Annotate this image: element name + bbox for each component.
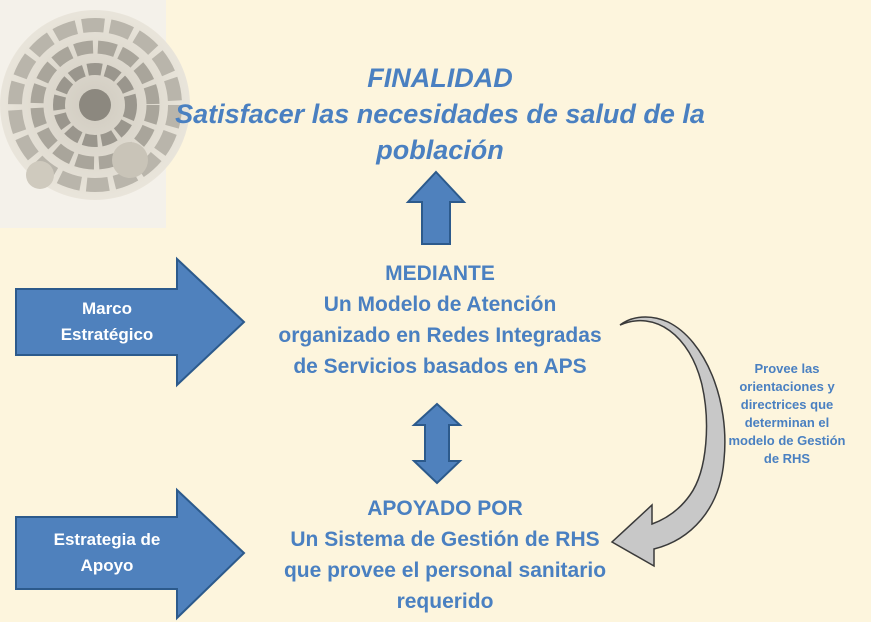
mediante-line-1: Un Modelo de Atención: [323, 293, 557, 316]
finalidad-line-1: Satisfacer las necesidades de salud de l…: [175, 99, 705, 129]
mediante-line-2: organizado en Redes Integradas: [278, 324, 602, 347]
mediante-line-3: de Servicios basados en APS: [293, 355, 587, 378]
double-arrow-icon: [411, 402, 463, 485]
mediante-block: MEDIANTE Un Modelo de Atención organizad…: [230, 258, 650, 382]
side-note-line-4: determinan el: [744, 415, 830, 430]
estrategia-apoyo-arrow: [15, 487, 246, 621]
mediante-heading: MEDIANTE: [385, 262, 495, 285]
up-arrow-icon: [405, 170, 467, 245]
side-note: Provee las orientaciones y directrices q…: [712, 360, 862, 468]
finalidad-heading: FINALIDAD: [367, 63, 513, 93]
marco-estrategico-arrow: [15, 256, 246, 388]
apoyado-heading: APOYADO POR: [367, 497, 523, 520]
marco-label-line-1: Marco: [81, 299, 133, 318]
marco-label-line-2: Estratégico: [60, 325, 154, 344]
apoyado-line-1: Un Sistema de Gestión de RHS: [290, 528, 600, 551]
apoyado-line-2: que provee el personal sanitario: [283, 559, 607, 582]
side-note-line-1: Provee las: [754, 361, 820, 376]
apoyado-line-3: requerido: [396, 590, 494, 613]
side-note-line-6: de RHS: [763, 451, 811, 466]
estrategia-apoyo-label: Estrategia de Apoyo: [22, 527, 192, 579]
estrategia-label-line-2: Apoyo: [80, 556, 134, 575]
side-note-line-3: directrices que: [740, 397, 834, 412]
side-note-line-2: orientaciones y: [739, 379, 835, 394]
finalidad-block: FINALIDAD Satisfacer las necesidades de …: [150, 60, 730, 168]
apoyado-block: APOYADO POR Un Sistema de Gestión de RHS…: [235, 493, 655, 617]
estrategia-label-line-1: Estrategia de: [53, 530, 161, 549]
curved-arrow-icon: [610, 316, 726, 568]
finalidad-line-2: población: [376, 135, 504, 165]
marco-estrategico-label: Marco Estratégico: [22, 296, 192, 348]
side-note-line-5: modelo de Gestión: [728, 433, 846, 448]
